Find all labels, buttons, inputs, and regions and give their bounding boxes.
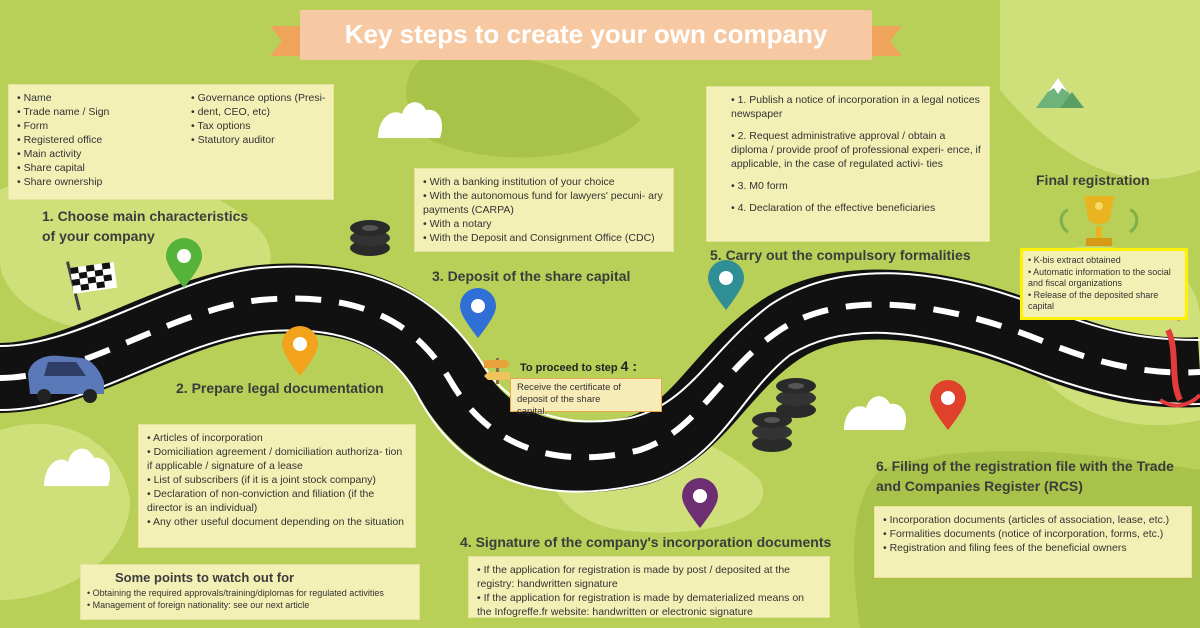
list-item: Declaration of non-conviction and filiat… <box>147 487 407 515</box>
list-item: With the Deposit and Consignment Office … <box>423 231 665 245</box>
list-item: Domiciliation agreement / domiciliation … <box>147 445 407 473</box>
trophy-icon <box>1059 196 1139 246</box>
map-pin-6-icon <box>930 380 966 430</box>
map-pin-5-icon <box>708 260 744 310</box>
road-markings <box>0 295 1200 461</box>
step1-box: Name Trade name / Sign Form Registered o… <box>8 84 334 200</box>
list-item: With a banking institution of your choic… <box>423 175 665 189</box>
list-item: If the application for registration is m… <box>477 563 821 591</box>
list-item-text: 2. Request administrative approval / obt… <box>731 130 981 170</box>
watch-list: Obtaining the required approvals/trainin… <box>87 587 413 611</box>
tires-icon <box>350 220 390 256</box>
step6-title-line1: 6. Filing of the registration file with … <box>876 458 1174 474</box>
step1-title-line1: 1. Choose main characteristics <box>42 208 249 224</box>
step4-box: If the application for registration is m… <box>468 556 830 618</box>
watch-title: Some points to watch out for <box>115 570 295 585</box>
list-item: Registered office <box>17 133 187 147</box>
list-item: Registration and filing fees of the bene… <box>883 541 1183 555</box>
list-item: Tax options <box>191 119 331 133</box>
list-item: Incorporation documents (articles of ass… <box>883 513 1183 527</box>
list-item: dent, CEO, etc) <box>191 105 331 119</box>
step1-right-list: Governance options (Presi- dent, CEO, et… <box>191 91 331 147</box>
list-item: Main activity <box>17 147 187 161</box>
list-item: If the application for registration is m… <box>477 591 821 619</box>
list-item: Release of the deposited share capital <box>1028 290 1180 313</box>
proceed-label-text: To proceed to step <box>520 362 618 374</box>
list-item: Automatic information to the social and … <box>1028 267 1180 290</box>
step3-list: With a banking institution of your choic… <box>423 175 665 245</box>
list-item: Trade name / Sign <box>17 105 187 119</box>
list-item: Name <box>17 91 187 105</box>
tires-icon <box>752 378 816 452</box>
road-edge-bottom <box>0 329 1200 493</box>
signpost-icon <box>484 358 510 384</box>
banner-ribbon <box>270 26 902 56</box>
step6-title-line2: and Companies Register (RCS) <box>876 478 1083 494</box>
list-item-text: 3. M0 form <box>737 180 788 192</box>
list-item: With a notary <box>423 217 665 231</box>
map-pin-2-icon <box>282 326 318 376</box>
list-item: 2. Request administrative approval / obt… <box>731 129 981 171</box>
page-title: Key steps to create your own company <box>344 19 828 49</box>
list-item-continued: dent, CEO, etc) <box>197 106 270 118</box>
step3-title: 3. Deposit of the share capital <box>432 268 631 284</box>
proceed-step-number: 4 : <box>620 358 637 374</box>
cloud-icon <box>844 396 907 430</box>
step2-title: 2. Prepare legal documentation <box>176 380 384 396</box>
list-item: Any other useful document depending on t… <box>147 515 407 529</box>
car-icon <box>28 355 104 403</box>
list-item: 3. M0 form <box>731 179 981 193</box>
list-item: K-bis extract obtained <box>1028 255 1180 267</box>
list-item-text: 1. Publish a notice of incorporation in … <box>731 94 980 120</box>
step1-title: 1. Choose main characteristics of your c… <box>42 206 248 246</box>
list-item: Statutory auditor <box>191 133 331 147</box>
step1-title-line2: of your company <box>42 228 155 244</box>
final-box: K-bis extract obtained Automatic informa… <box>1020 248 1188 320</box>
list-item: Share capital <box>17 161 187 175</box>
step6-list: Incorporation documents (articles of ass… <box>883 513 1183 555</box>
final-title: Final registration <box>1036 172 1150 188</box>
map-pin-3-icon <box>460 288 496 338</box>
list-item: Management of foreign nationality: see o… <box>87 599 413 611</box>
step5-list: 1. Publish a notice of incorporation in … <box>731 93 981 215</box>
list-item: List of subscribers (if it is a joint st… <box>147 473 407 487</box>
map-pin-4-icon <box>682 478 718 528</box>
step1-left-list: Name Trade name / Sign Form Registered o… <box>17 91 187 189</box>
step4-list: If the application for registration is m… <box>477 563 821 619</box>
list-item: Governance options (Presi- <box>191 91 331 105</box>
list-item: With the autonomous fund for lawyers' pe… <box>423 189 665 217</box>
list-item: Form <box>17 119 187 133</box>
step2-box: Articles of incorporation Domiciliation … <box>138 424 416 548</box>
proceed-text: Receive the certificate of deposit of th… <box>517 382 622 417</box>
list-item: 1. Publish a notice of incorporation in … <box>731 93 981 121</box>
step5-box: 1. Publish a notice of incorporation in … <box>706 86 990 242</box>
proceed-box: Receive the certificate of deposit of th… <box>510 378 662 417</box>
step5-title: 5. Carry out the compulsory formalities <box>710 247 971 263</box>
step6-box: Incorporation documents (articles of ass… <box>874 506 1192 578</box>
step6-title: 6. Filing of the registration file with … <box>876 456 1174 496</box>
final-list: K-bis extract obtained Automatic informa… <box>1028 255 1180 313</box>
checkered-flag-icon <box>66 261 118 311</box>
mountain-icon <box>1036 78 1084 108</box>
cloud-icon <box>378 102 443 138</box>
list-item: Formalities documents (notice of incorpo… <box>883 527 1183 541</box>
step3-box: With a banking institution of your choic… <box>414 168 674 252</box>
list-item: 4. Declaration of the effective benefici… <box>731 201 981 215</box>
step2-list: Articles of incorporation Domiciliation … <box>147 431 407 529</box>
map-pin-1-icon <box>166 238 202 288</box>
proceed-label: To proceed to step 4 : <box>520 358 637 376</box>
step4-title: 4. Signature of the company's incorporat… <box>460 534 832 550</box>
list-item: Obtaining the required approvals/trainin… <box>87 587 413 599</box>
list-item: Share ownership <box>17 175 187 189</box>
cloud-icon <box>44 448 111 486</box>
watch-box: Some points to watch out for Obtaining t… <box>80 564 420 620</box>
list-item-text: 4. Declaration of the effective benefici… <box>737 202 936 214</box>
title-banner <box>300 10 872 60</box>
list-item: Articles of incorporation <box>147 431 407 445</box>
